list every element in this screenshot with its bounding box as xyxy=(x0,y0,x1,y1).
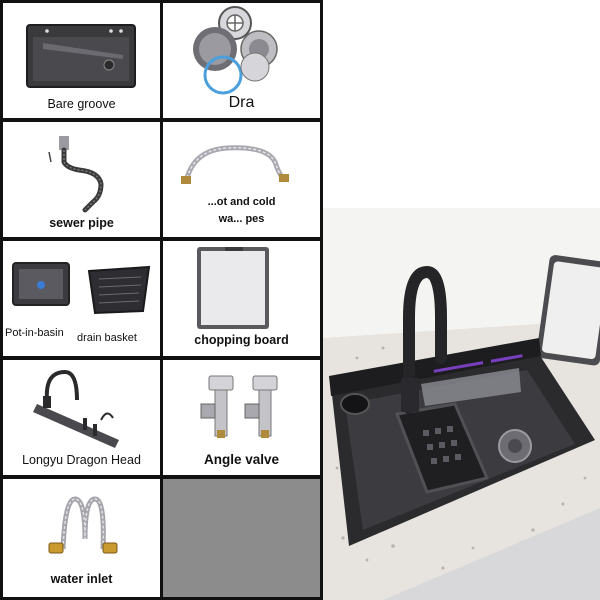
item-water-inlet: water inlet xyxy=(3,479,160,597)
angle-valve-icon xyxy=(200,375,278,438)
empty-cell xyxy=(163,479,320,597)
water-inlet-hose-icon xyxy=(48,496,118,554)
item-hot-cold-pipes: ...ot and cold wa... pes xyxy=(163,122,320,237)
item-label: Bare groove xyxy=(47,97,116,111)
item-label: Longyu Dragon Head xyxy=(22,453,141,467)
kitchen-sink-photo xyxy=(323,208,600,600)
item-label-left: Pot-in-basin xyxy=(5,327,64,339)
item-label: sewer pipe xyxy=(49,216,114,230)
sewer-pipe-icon xyxy=(48,136,104,213)
chopping-board-icon xyxy=(197,247,269,329)
item-sewer-pipe: sewer pipe xyxy=(3,122,160,237)
item-label-right: drain basket xyxy=(77,332,137,344)
sink-basin-icon xyxy=(26,24,136,88)
item-label: water inlet xyxy=(50,572,113,586)
item-pot-in-basin: Pot-in-basin drain basket xyxy=(3,241,160,356)
item-bare-groove: Bare groove xyxy=(3,3,160,118)
drain-strainer-icon xyxy=(193,6,278,95)
item-label: chopping board xyxy=(194,333,289,347)
item-angle-valve: Angle valve xyxy=(163,360,320,475)
faucet-bar-icon xyxy=(33,369,119,448)
item-drain: Dra xyxy=(163,3,320,118)
braided-hose-icon xyxy=(181,145,289,184)
item-label-line2: wa... pes xyxy=(218,213,265,225)
item-label: Dra xyxy=(228,94,255,111)
item-label: Angle valve xyxy=(203,452,280,467)
item-label-line1: ...ot and cold xyxy=(207,196,276,208)
pot-in-basin-icon xyxy=(12,262,151,315)
item-longyu-dragon-head: Longyu Dragon Head xyxy=(3,360,160,475)
item-chopping-board: chopping board xyxy=(163,241,320,356)
accessories-grid: Bare groove Dra sewer pipe xyxy=(0,0,323,600)
